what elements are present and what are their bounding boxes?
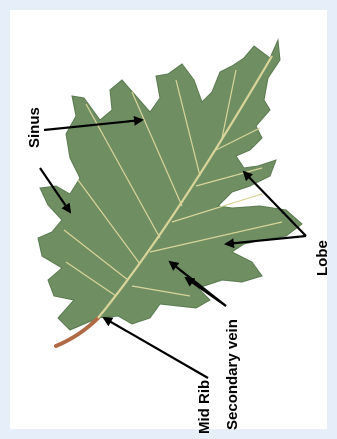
leaf-blade: [38, 40, 302, 330]
label-sinus: Sinus: [26, 107, 43, 148]
label-lobe: Lobe: [314, 240, 331, 276]
label-mid-rib: Mid Rib: [196, 380, 213, 434]
label-secondary-vein: Secondary vein: [224, 319, 241, 430]
mid-rib-arrow: [104, 318, 208, 378]
